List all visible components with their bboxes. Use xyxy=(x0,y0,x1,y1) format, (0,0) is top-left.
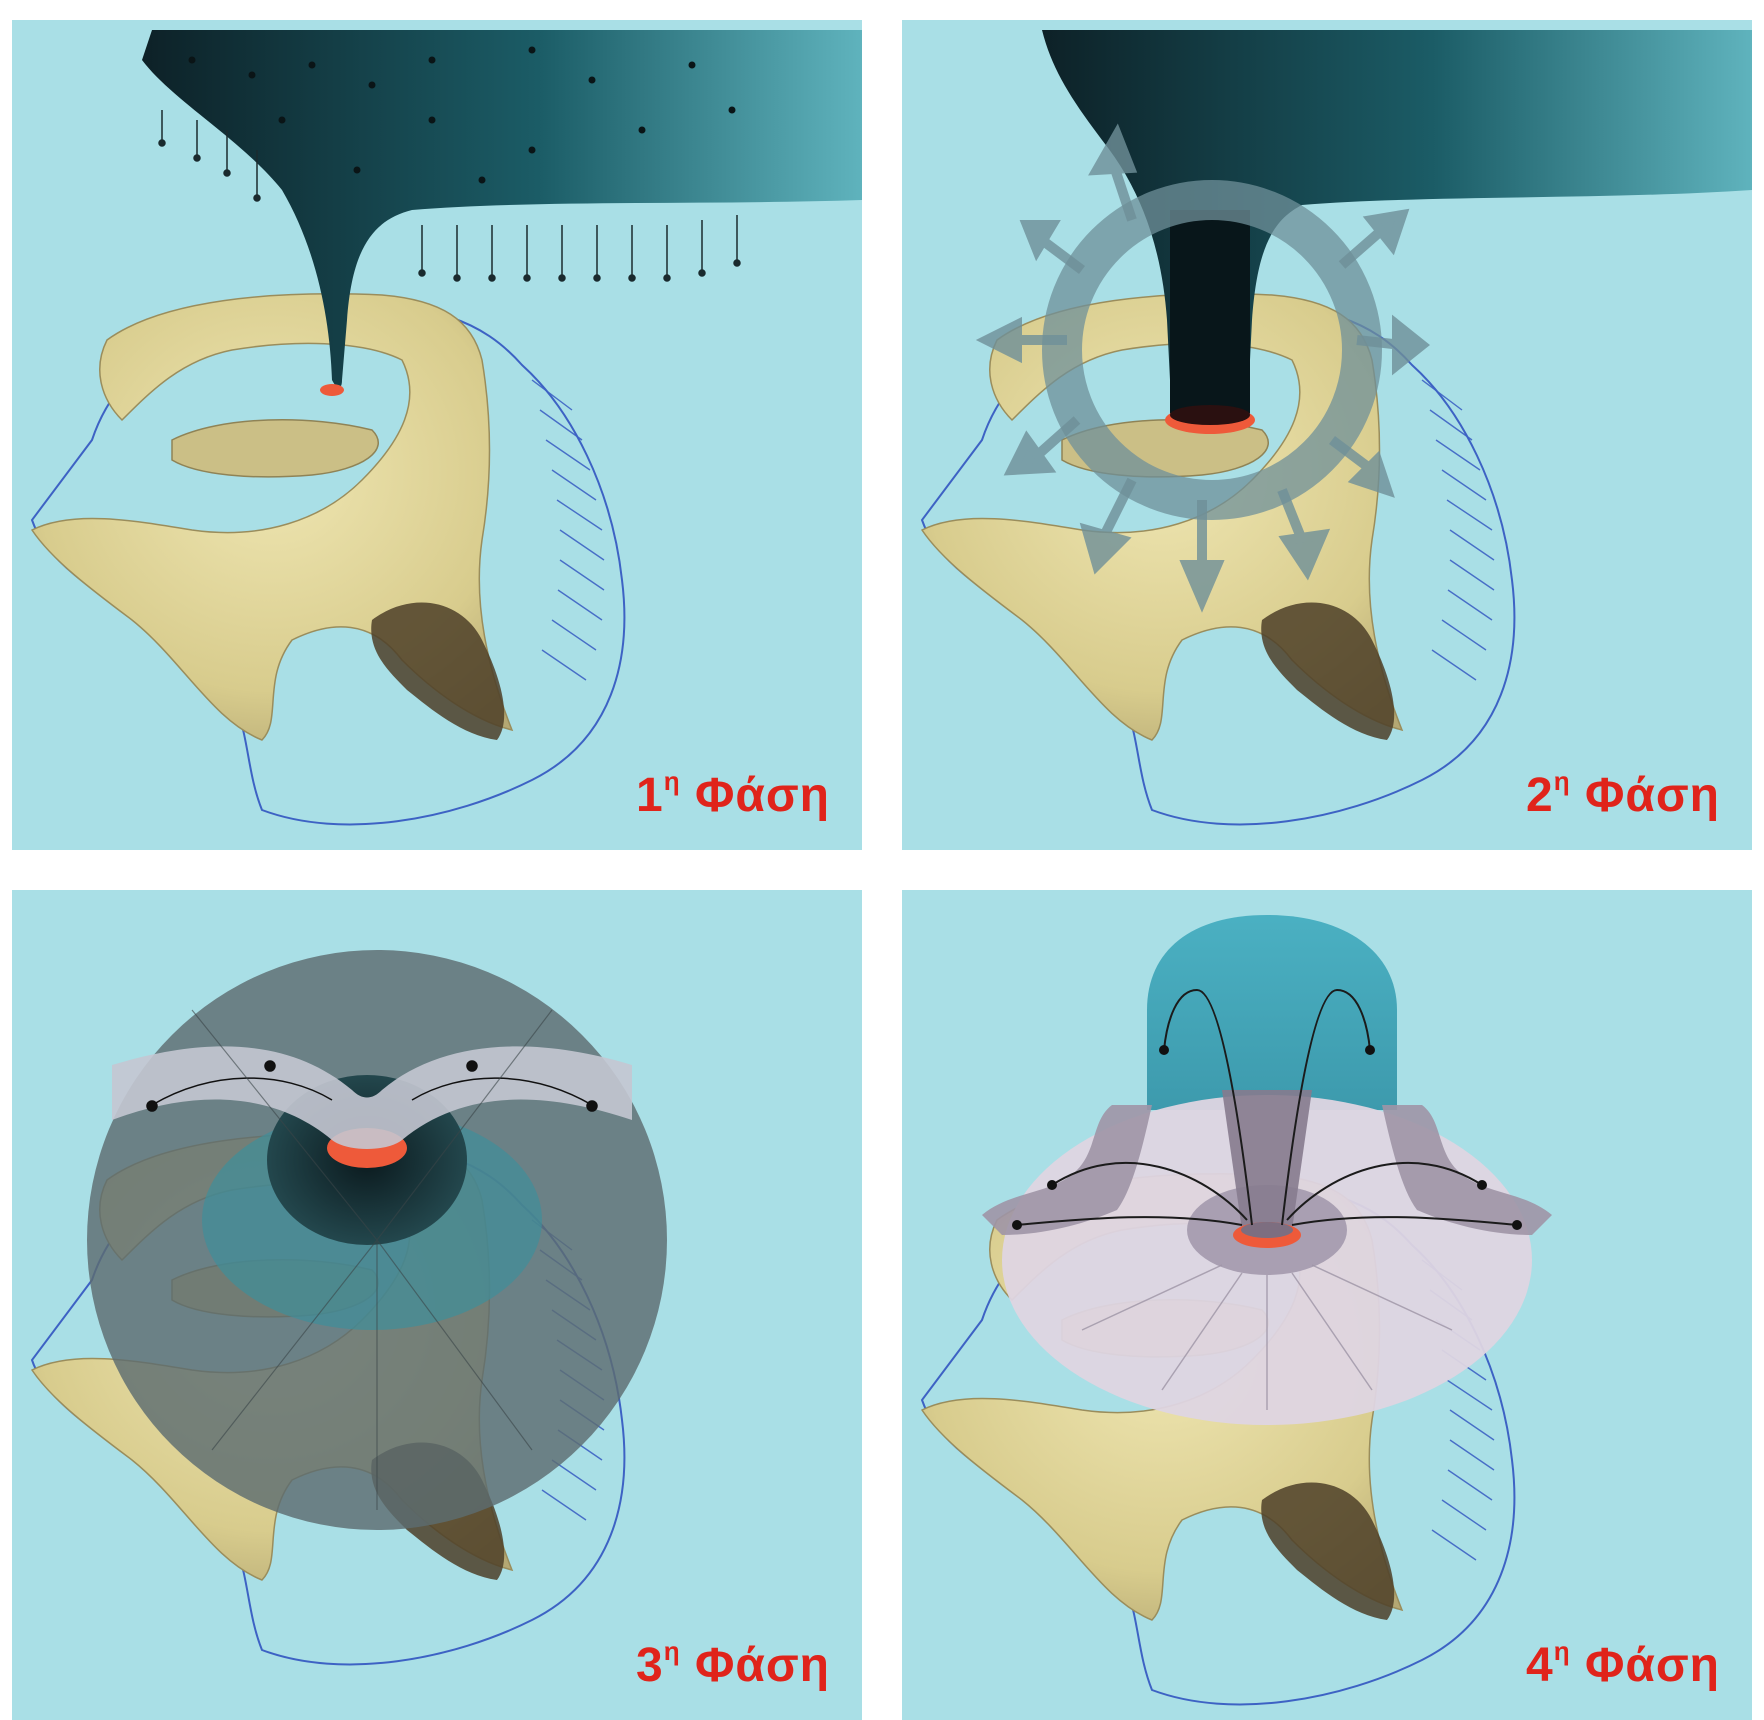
phase-4-panel: 4η Φάση xyxy=(902,890,1752,1720)
upper-cloud xyxy=(1147,915,1397,1110)
phase-2-label: 2η Φάση xyxy=(1526,772,1720,820)
phase-3-label: 3η Φάση xyxy=(636,1642,830,1690)
phase-4-label: 4η Φάση xyxy=(1526,1642,1720,1690)
phase-1-label: 1η Φάση xyxy=(636,772,830,820)
vent-conduit xyxy=(1170,210,1250,420)
phase-3-panel: 3η Φάση xyxy=(12,890,862,1720)
phase-2-panel: 2η Φάση xyxy=(902,20,1752,850)
santorini-island xyxy=(32,294,624,825)
vent xyxy=(320,384,344,396)
phase-3-diagram xyxy=(12,890,862,1720)
phase-4-diagram xyxy=(902,890,1752,1720)
phase-1-panel: 1η Φάση xyxy=(12,20,862,850)
phase-2-diagram xyxy=(902,20,1752,850)
phase-1-diagram xyxy=(12,20,862,850)
